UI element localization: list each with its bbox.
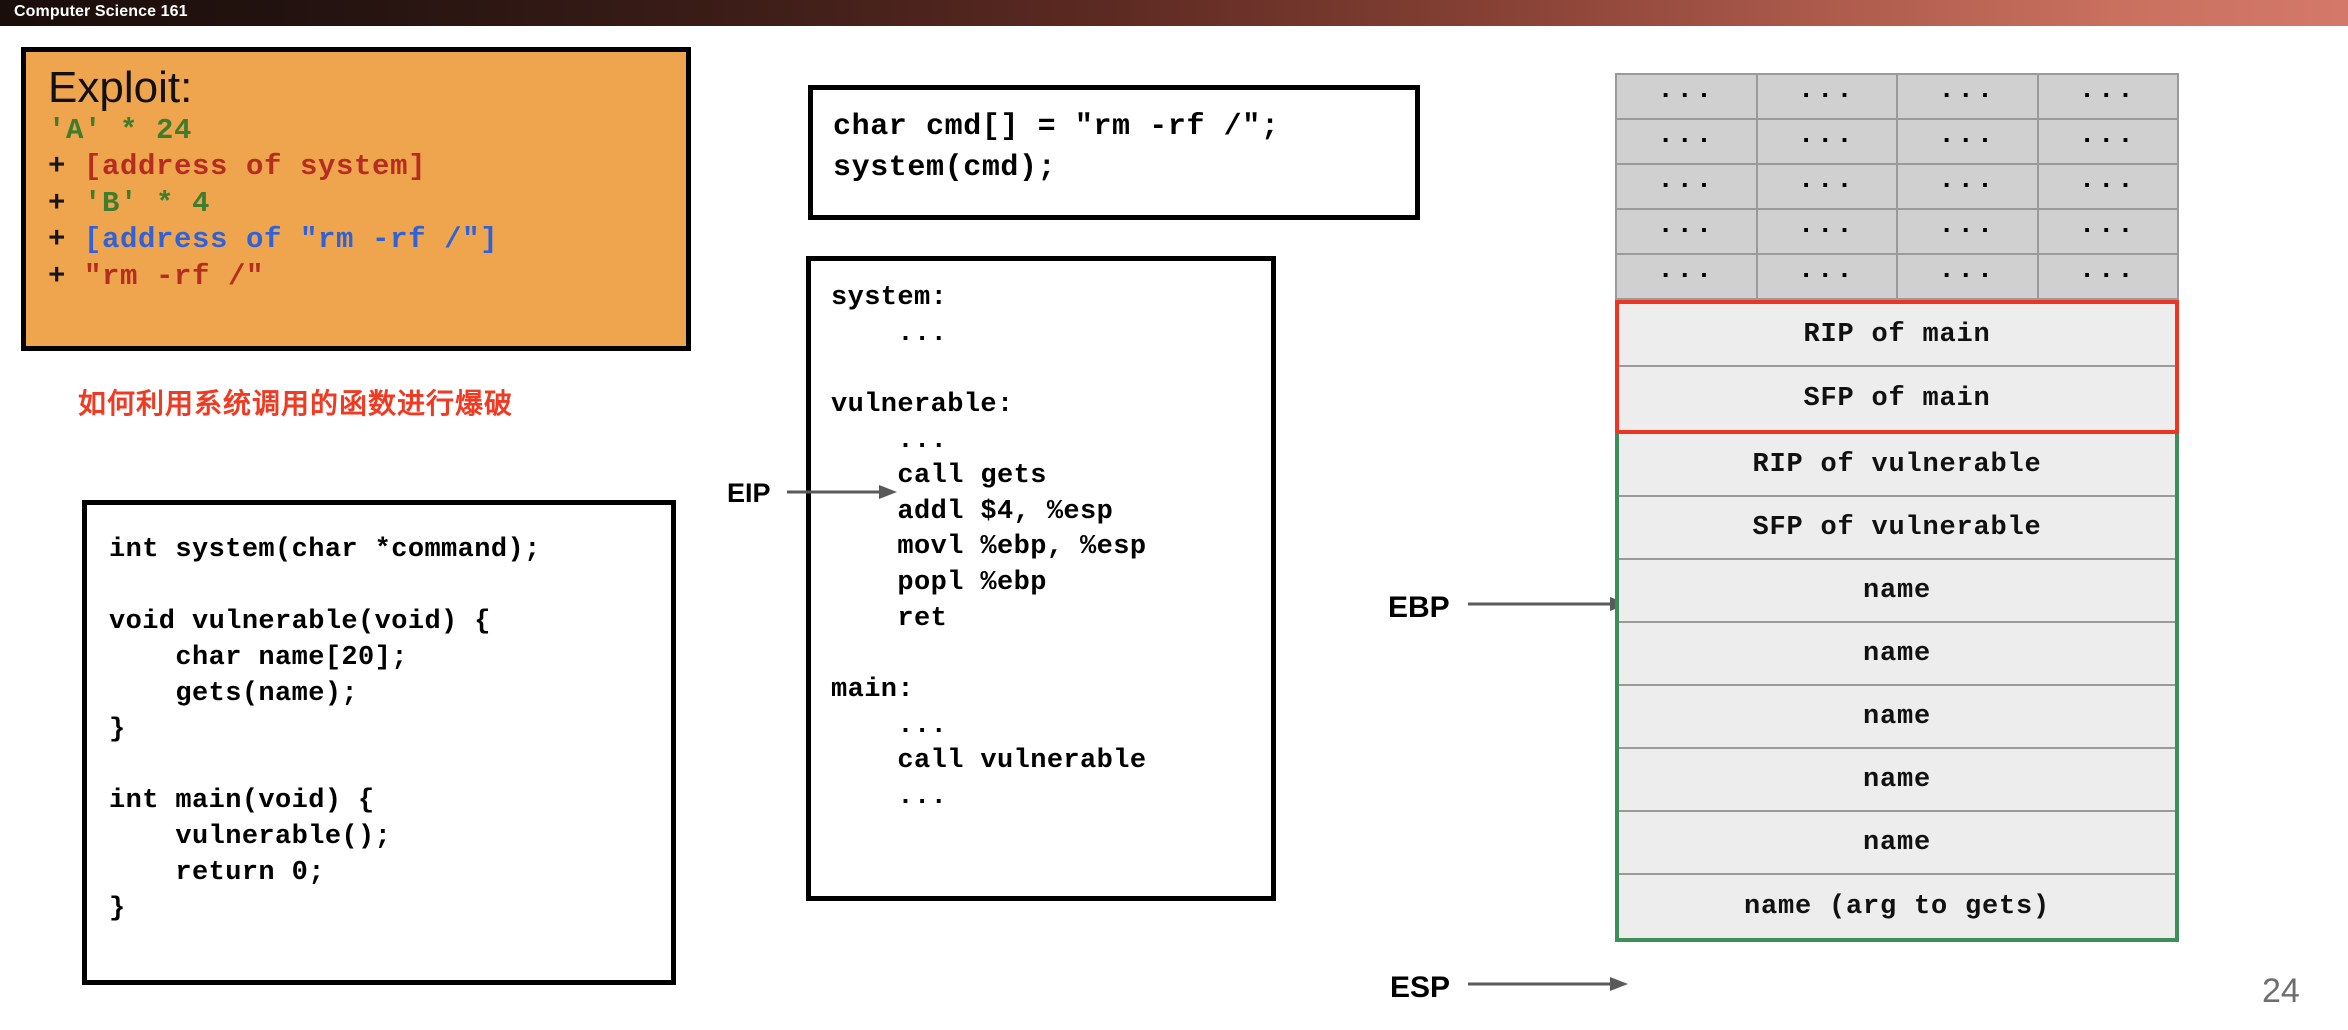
stack-dots-cell: ... <box>1617 75 1758 120</box>
course-title: Computer Science 161 <box>14 3 188 20</box>
asm-line-13: ... <box>831 710 948 741</box>
stack-row-name: name <box>1619 812 2175 875</box>
main-stack-frame: RIP of main SFP of main <box>1615 300 2179 434</box>
asm-line-4: vulnerable: <box>831 389 1014 420</box>
exploit-line-2-plus: + <box>48 150 85 184</box>
stack-dots-cell: ... <box>1898 75 2039 120</box>
c-line-9: vulnerable(); <box>109 822 392 853</box>
eip-arrow-icon <box>787 485 897 499</box>
c-line-1: int system(char *command); <box>109 535 541 565</box>
exploit-box: Exploit: 'A' * 24 + [address of system] … <box>21 47 691 351</box>
asm-line-5: ... <box>831 425 948 456</box>
exploit-line-5-plus: + <box>48 260 85 293</box>
stack-row-name: name <box>1619 560 2175 623</box>
assembly-box: system: ... vulnerable: ... call gets ad… <box>806 256 1276 901</box>
stack-row-sfp-vulnerable: SFP of vulnerable <box>1619 497 2175 560</box>
asm-line-11 <box>831 637 1271 673</box>
c-line-11: } <box>109 894 126 925</box>
c-source-box: int system(char *command); void vulnerab… <box>82 500 676 985</box>
stack-row-name: name <box>1619 686 2175 749</box>
stack-dots-cell: ... <box>1757 120 1898 165</box>
ebp-arrow-icon <box>1468 597 1628 611</box>
stack-row-name-arg-to-gets: name (arg to gets) <box>1619 875 2175 938</box>
stack-row-sfp-main: SFP of main <box>1619 367 2175 430</box>
c-line-6: } <box>109 714 126 745</box>
stack-dots-cell: ... <box>1617 210 1758 255</box>
stack-dots-cell: ... <box>1898 165 2039 210</box>
stack-row-rip-vulnerable: RIP of vulnerable <box>1619 434 2175 497</box>
asm-line-6: call gets <box>831 461 1047 492</box>
stack-dots-cell: ... <box>1617 165 1758 210</box>
asm-line-12: main: <box>831 674 915 705</box>
c-line-8: int main(void) { <box>109 786 375 817</box>
stack-dots-cell: ... <box>1898 120 2039 165</box>
stack-dots-cell: ... <box>1757 255 1898 300</box>
exploit-line-3: + 'B' * 4 <box>48 186 686 223</box>
stack-row-name: name <box>1619 623 2175 686</box>
asm-line-3 <box>831 352 1271 388</box>
page-number: 24 <box>2262 972 2300 1010</box>
exploit-line-5-text: "rm -rf /" <box>84 260 265 293</box>
exploit-heading: Exploit: <box>48 63 193 112</box>
exploit-line-1: 'A' * 24 <box>48 113 686 150</box>
chinese-annotation: 如何利用系统调用的函数进行爆破 <box>78 387 514 420</box>
asm-line-15: ... <box>831 781 948 812</box>
stack-dots-cell: ... <box>2038 210 2179 255</box>
stack-dots-cell: ... <box>1617 120 1758 165</box>
stack-diagram: ... ... ... ... ... ... ... ... ... ... … <box>1615 73 2179 942</box>
stack-dots-cell: ... <box>2038 255 2179 300</box>
stack-dots-cell: ... <box>1898 255 2039 300</box>
stack-dots-cell: ... <box>1757 75 1898 120</box>
asm-line-9: popl %ebp <box>831 568 1047 598</box>
cmd-box: char cmd[] = "rm -rf /"; system(cmd); <box>808 85 1420 220</box>
asm-line-1: system: <box>831 283 948 313</box>
c-line-5: gets(name); <box>109 678 359 709</box>
exploit-line-4-plus: + <box>48 223 85 257</box>
exploit-line-5: + "rm -rf /" <box>48 259 686 296</box>
asm-line-2: ... <box>831 318 948 349</box>
stack-row-name: name <box>1619 749 2175 812</box>
esp-label: ESP <box>1390 971 1451 1004</box>
exploit-line-4-text: [address of "rm -rf /"] <box>84 223 499 257</box>
ebp-label: EBP <box>1388 591 1450 624</box>
stack-dots-cell: ... <box>2038 75 2179 120</box>
exploit-line-2: + [address of system] <box>48 149 686 186</box>
stack-dots-cell: ... <box>1757 165 1898 210</box>
course-header-bar: Computer Science 161 <box>0 0 2348 26</box>
c-line-10: return 0; <box>109 858 325 889</box>
esp-arrow-icon <box>1468 977 1628 991</box>
asm-line-8: movl %ebp, %esp <box>831 532 1147 563</box>
c-line-3: void vulnerable(void) { <box>109 606 491 637</box>
stack-dots-cell: ... <box>2038 165 2179 210</box>
asm-line-7: addl $4, %esp <box>831 496 1114 527</box>
stack-row-rip-main: RIP of main <box>1619 304 2175 367</box>
cmd-line-2: system(cmd); <box>833 151 1057 186</box>
c-line-4: char name[20]; <box>109 642 408 673</box>
vulnerable-stack-frame: RIP of vulnerable SFP of vulnerable name… <box>1615 434 2179 942</box>
stack-dots-cell: ... <box>2038 120 2179 165</box>
stack-dots-cell: ... <box>1757 210 1898 255</box>
exploit-line-3-text: 'B' * 4 <box>84 186 211 220</box>
cmd-line-1: char cmd[] = "rm -rf /"; <box>833 110 1280 144</box>
stack-dots-cell: ... <box>1898 210 2039 255</box>
asm-line-14: call vulnerable <box>831 746 1147 777</box>
c-line-7 <box>109 748 671 784</box>
asm-line-10: ret <box>831 603 948 634</box>
c-line-2 <box>109 569 671 605</box>
eip-label: EIP <box>727 478 771 508</box>
stack-dots-cell: ... <box>1617 255 1758 300</box>
exploit-line-2-text: [address of system] <box>84 150 427 184</box>
stack-dots-grid: ... ... ... ... ... ... ... ... ... ... … <box>1615 73 2179 300</box>
exploit-line-3-plus: + <box>48 186 85 220</box>
exploit-line-1-text: 'A' * 24 <box>48 113 193 147</box>
exploit-line-4: + [address of "rm -rf /"] <box>48 222 686 259</box>
